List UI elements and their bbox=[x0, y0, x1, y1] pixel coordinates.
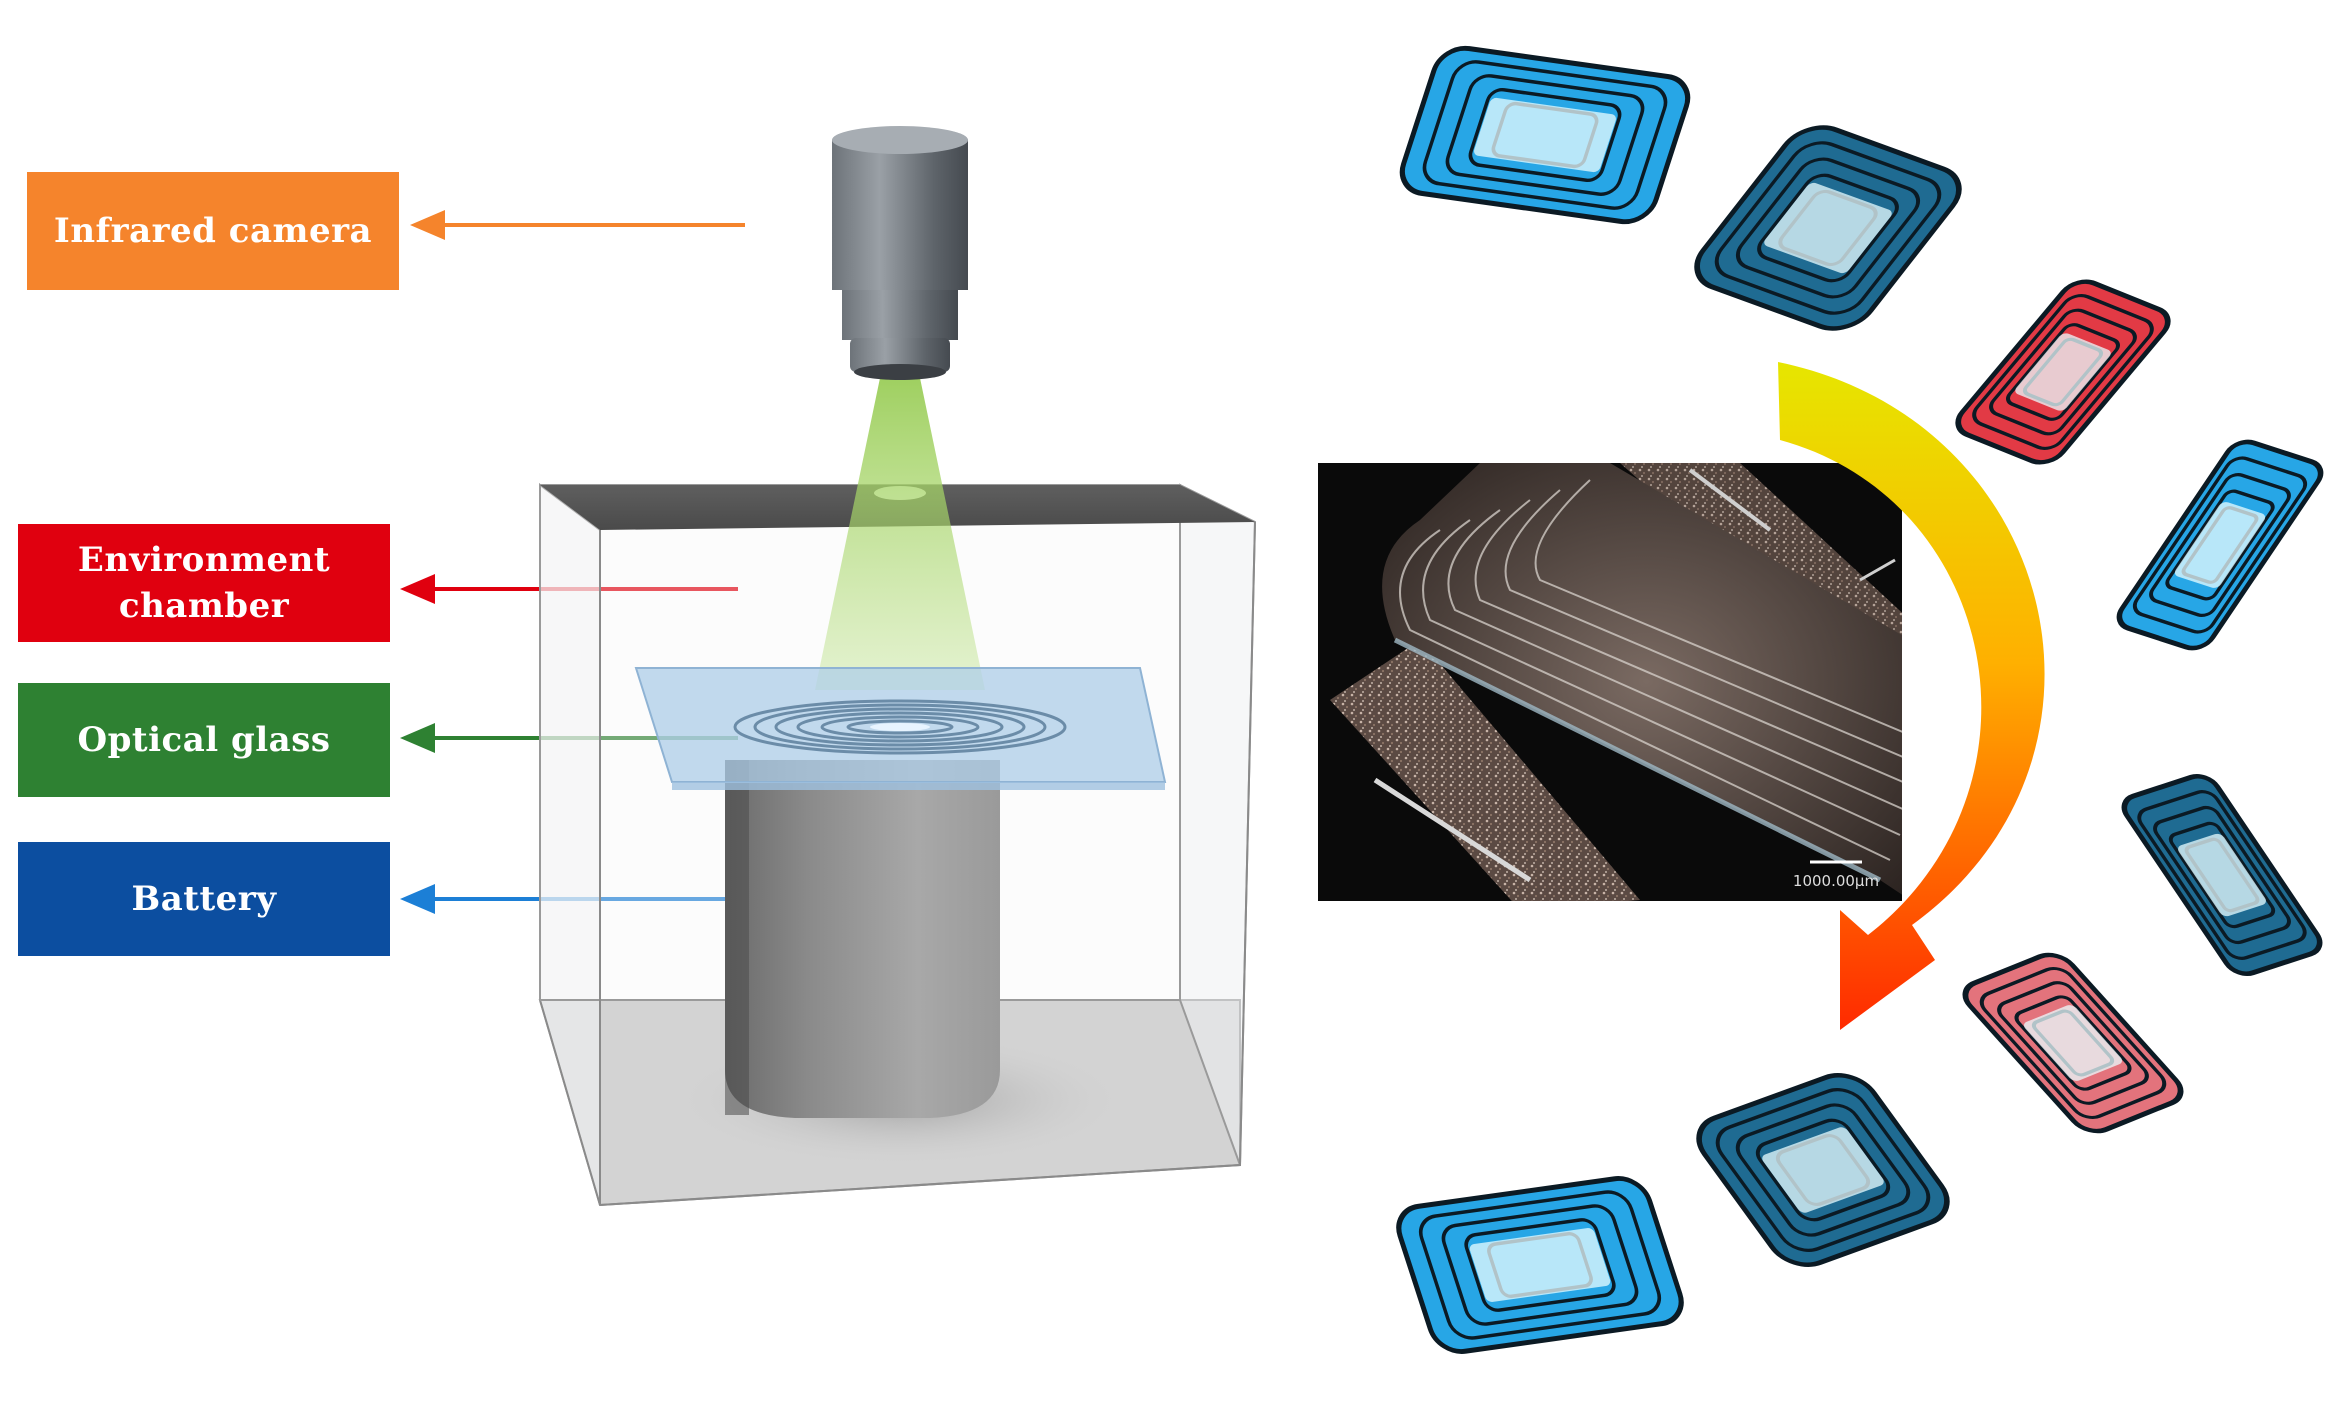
infrared-camera-icon bbox=[832, 126, 968, 380]
battery-label-text: Battery bbox=[131, 879, 277, 919]
environment-chamber-label-line1: Environment bbox=[77, 540, 331, 580]
optical-glass-label: Optical glass bbox=[18, 683, 390, 797]
micrograph-image: 1000.00μm bbox=[1318, 463, 1902, 901]
thermal-cell-cool bbox=[1396, 1176, 1684, 1354]
thermal-cell-dark-cool bbox=[2121, 773, 2323, 977]
thermal-cell-hot bbox=[1955, 279, 2171, 465]
infrared-beam bbox=[815, 378, 985, 690]
camera-arrow bbox=[410, 210, 745, 240]
curved-process-arrow bbox=[1778, 362, 2045, 1030]
battery-label: Battery bbox=[18, 842, 390, 956]
thermal-cell-ring bbox=[1396, 45, 2324, 1354]
thermal-cell-warm bbox=[1962, 952, 2184, 1134]
infrared-camera-label: Infrared camera bbox=[27, 172, 399, 290]
thermal-cell-dark-cool bbox=[1696, 1073, 1950, 1267]
battery bbox=[725, 760, 1000, 1118]
thermal-cell-dark-cool bbox=[1694, 125, 1962, 331]
scale-bar-label: 1000.00μm bbox=[1793, 872, 1879, 890]
infrared-camera-label-text: Infrared camera bbox=[53, 211, 373, 251]
optical-glass bbox=[634, 667, 1167, 790]
environment-chamber-label-line2: chamber bbox=[118, 586, 290, 626]
optical-glass-label-text: Optical glass bbox=[77, 720, 331, 760]
thermal-cell-cool bbox=[2116, 439, 2324, 651]
thermal-cell-cool bbox=[1399, 45, 1691, 225]
environment-chamber-label: Environment chamber bbox=[18, 524, 390, 642]
